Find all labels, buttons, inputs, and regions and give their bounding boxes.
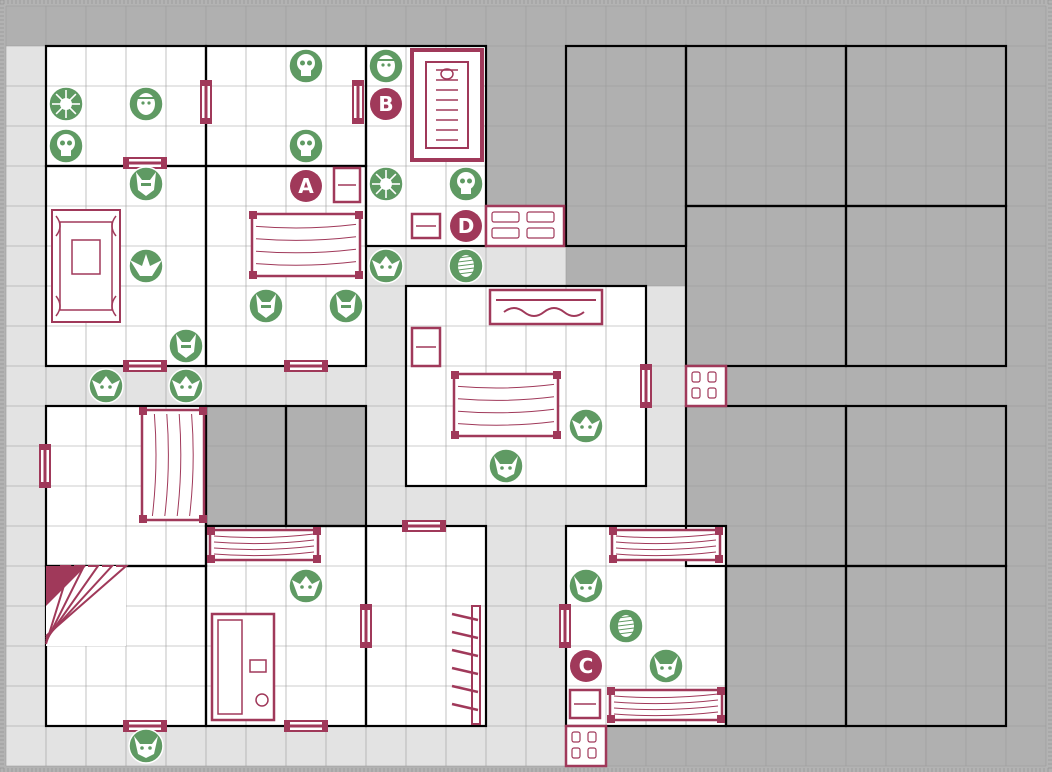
goblin-icon[interactable] — [288, 568, 324, 604]
mummy-icon[interactable] — [448, 248, 484, 284]
skeleton-icon[interactable] — [288, 128, 324, 164]
room-s-2 — [366, 526, 486, 726]
door-icon[interactable] — [284, 360, 328, 372]
door-icon[interactable] — [123, 360, 167, 372]
spider-icon[interactable] — [368, 166, 404, 202]
sorcerer-table-icon — [51, 209, 121, 323]
skeleton-icon[interactable] — [288, 48, 324, 84]
orc-icon[interactable] — [568, 568, 604, 604]
chaos-warrior-icon[interactable] — [168, 328, 204, 364]
door-icon[interactable] — [360, 604, 372, 648]
unused-area — [566, 246, 686, 286]
rubble-icon — [684, 364, 728, 408]
door-icon[interactable] — [402, 520, 446, 532]
marker-d[interactable]: D — [450, 210, 482, 242]
torture-rack-icon — [139, 407, 207, 523]
marker-label: B — [378, 92, 393, 116]
wall-outline — [284, 404, 368, 528]
chaos-warrior-icon[interactable] — [248, 288, 284, 324]
marker-c[interactable]: C — [570, 650, 602, 682]
spider-icon[interactable] — [48, 86, 84, 122]
tomb-icon — [410, 48, 484, 162]
letter-markers: A B C D — [290, 88, 602, 682]
door-icon[interactable] — [640, 364, 652, 408]
unused-area — [6, 6, 46, 46]
table-icon — [249, 211, 363, 279]
chest-icon — [410, 326, 442, 368]
mummy-icon[interactable] — [608, 608, 644, 644]
table-icon — [451, 371, 561, 439]
fireplace-icon — [488, 288, 604, 326]
door-icon[interactable] — [39, 444, 51, 488]
alchemist-bench-icon — [210, 612, 276, 722]
orc-icon[interactable] — [648, 648, 684, 684]
cupboard-icon — [609, 527, 723, 563]
marker-label: C — [579, 654, 594, 678]
goblin-icon[interactable] — [368, 248, 404, 284]
skeleton-icon[interactable] — [48, 128, 84, 164]
rubble-icon — [564, 724, 608, 768]
marker-label: A — [298, 174, 314, 198]
stairs-icon — [45, 565, 129, 646]
marker-a[interactable]: A — [290, 170, 322, 202]
zombie-icon[interactable] — [128, 86, 164, 122]
bookshelf-icon — [607, 687, 725, 723]
marker-label: D — [458, 214, 475, 238]
door-icon[interactable] — [200, 80, 212, 124]
weapon-rack-icon — [451, 605, 481, 725]
zombie-icon[interactable] — [368, 48, 404, 84]
unused-area — [46, 6, 1046, 46]
marker-b[interactable]: B — [370, 88, 402, 120]
goblin-icon[interactable] — [88, 368, 124, 404]
skeleton-icon[interactable] — [448, 166, 484, 202]
door-icon[interactable] — [284, 720, 328, 732]
wall-outline — [364, 44, 488, 248]
goblin-icon[interactable] — [568, 408, 604, 444]
chest-icon — [568, 688, 602, 720]
chest-icon — [410, 212, 442, 240]
door-icon[interactable] — [352, 80, 364, 124]
chest-icon — [332, 166, 362, 204]
cupboard-icon — [207, 527, 321, 563]
gargoyle-icon[interactable] — [128, 248, 164, 284]
orc-icon[interactable] — [488, 448, 524, 484]
furniture-layer — [39, 48, 728, 768]
wall-outline — [844, 564, 1008, 728]
monster-tokens — [48, 48, 684, 764]
goblin-icon[interactable] — [168, 368, 204, 404]
orc-icon[interactable] — [128, 728, 164, 764]
chaos-warrior-icon[interactable] — [328, 288, 364, 324]
door-icon[interactable] — [559, 604, 571, 648]
rubble-icon — [484, 204, 566, 248]
wall-outline — [844, 204, 1008, 368]
chaos-warrior-icon[interactable] — [128, 166, 164, 202]
